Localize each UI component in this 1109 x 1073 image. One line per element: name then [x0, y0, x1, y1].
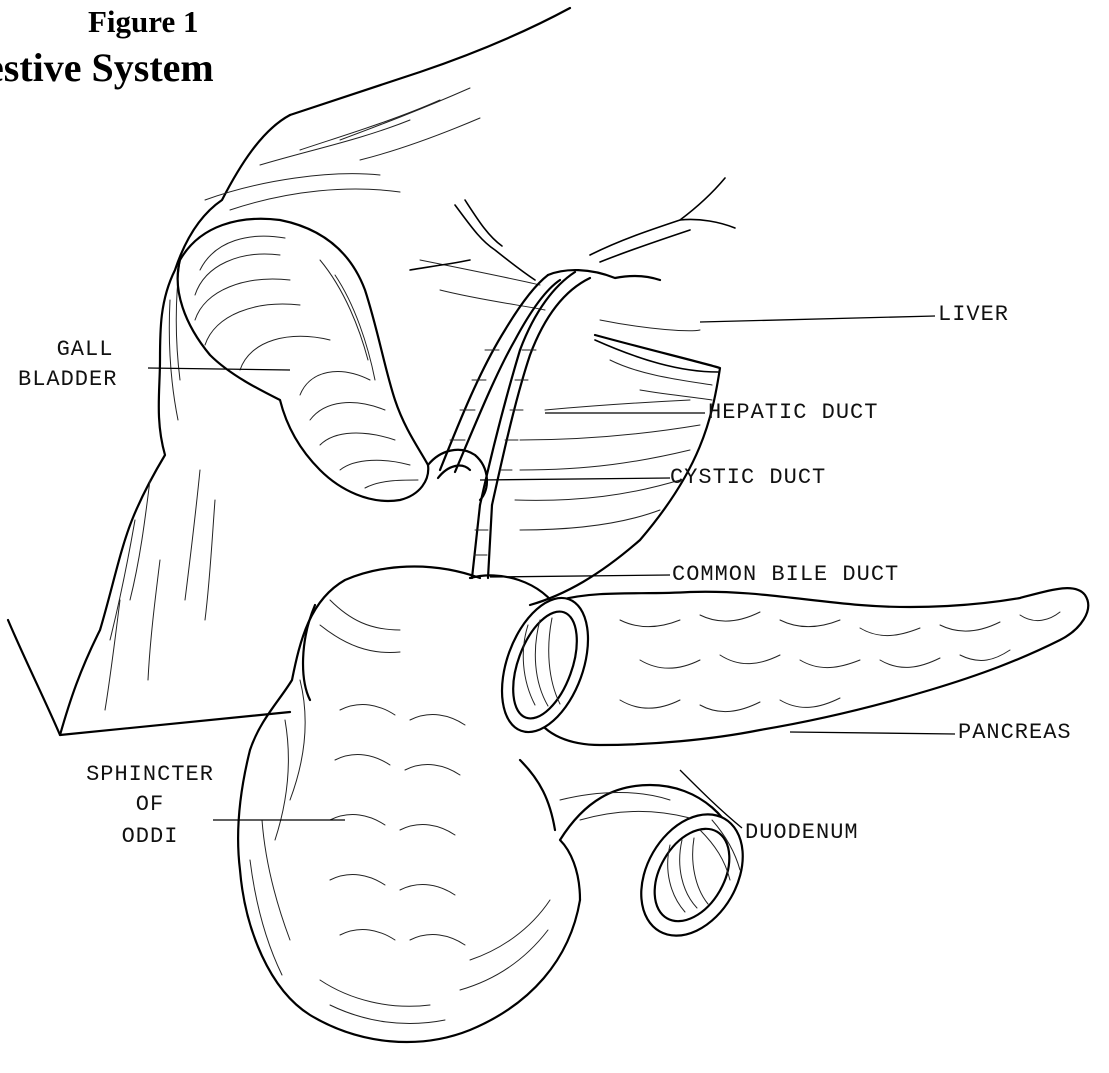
ducts-drawing	[440, 270, 660, 578]
duodenum-drawing	[238, 566, 763, 1042]
label-cystic-duct: CYSTIC DUCT	[670, 463, 826, 493]
gallbladder-drawing	[178, 219, 487, 501]
label-common-bile-duct: COMMON BILE DUCT	[672, 560, 899, 590]
figure-title: gestive System	[0, 44, 214, 91]
figure-number: Figure 1	[88, 4, 199, 40]
label-duodenum: DUODENUM	[745, 818, 859, 848]
label-sphincter-line2: OF	[60, 790, 240, 820]
label-sphincter-line1: SPHINCTER	[60, 760, 240, 790]
label-hepatic-duct: HEPATIC DUCT	[708, 398, 878, 428]
label-liver: LIVER	[938, 300, 1009, 330]
label-gall-bladder-line1: GALL	[22, 335, 148, 365]
label-sphincter-line3: ODDI	[60, 822, 240, 852]
label-pancreas: PANCREAS	[958, 718, 1072, 748]
label-gall-bladder-line2: BLADDER	[18, 365, 117, 395]
